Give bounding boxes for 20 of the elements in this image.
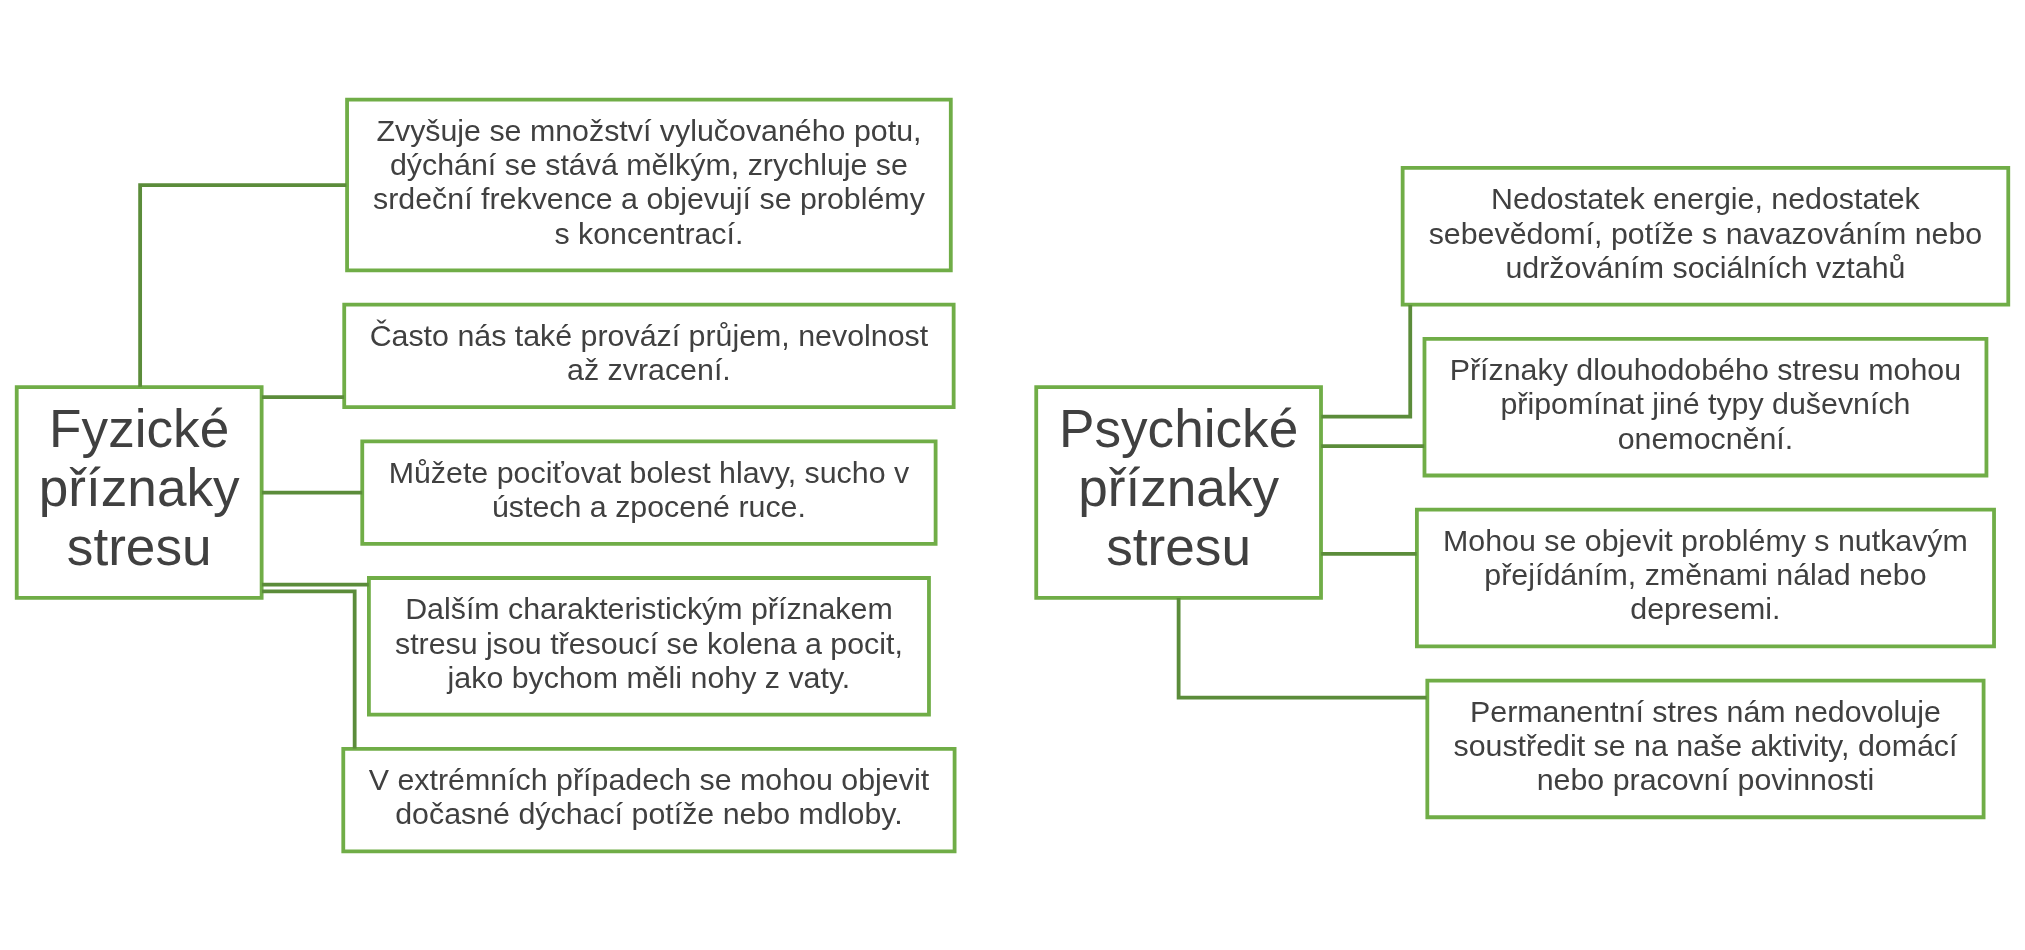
node-box: Psychické příznaky stresu [1034, 384, 1323, 600]
connector [138, 182, 347, 387]
node-box: Příznaky dlouhodobého stresu mohou připomínat jiné typy duševních onemocnění. [1422, 336, 1989, 477]
connector [261, 394, 345, 399]
node-box: Nedostatek energie, nedostatek sebevědomí, potíže s navazováním nebo udržováním sociálních vztahů [1400, 165, 2011, 307]
node-box: Permanentní stres nám nedovoluje soustředit se na naše aktivity, domácí nebo pracovní povinnosti [1425, 678, 1986, 819]
connector [1321, 443, 1425, 448]
node-box: Mohou se objevit problémy s nutkavým přejídáním, změnami nálad nebo depresemi. [1415, 507, 1996, 648]
connector [1176, 597, 1427, 700]
connector [262, 588, 357, 749]
connector [261, 490, 363, 494]
node-box: Dalším charakteristickým příznakem stresu jsou třesoucí se kolena a pocit, jako bychom měli nohy z vaty. [367, 575, 931, 717]
node-box: Fyzické příznaky stresu [14, 384, 264, 600]
node-box: V extrémních případech se mohou objevit dočasné dýchací potíže nebo mdloby. [341, 746, 957, 853]
connector [1321, 304, 1413, 419]
node-box: Můžete pociťovat bolest hlavy, sucho v ústech a zpocené ruce. [360, 438, 938, 546]
node-box: Často nás také provází průjem, nevolnost až zvracení. [342, 302, 956, 409]
connector [261, 582, 369, 587]
node-box: Zvyšuje se množství vylučovaného potu, dýchání se stává mělkým, zrychluje se srdeční frekvence a objevují se problémy s koncentrací. [345, 97, 953, 272]
connector [1321, 551, 1417, 556]
